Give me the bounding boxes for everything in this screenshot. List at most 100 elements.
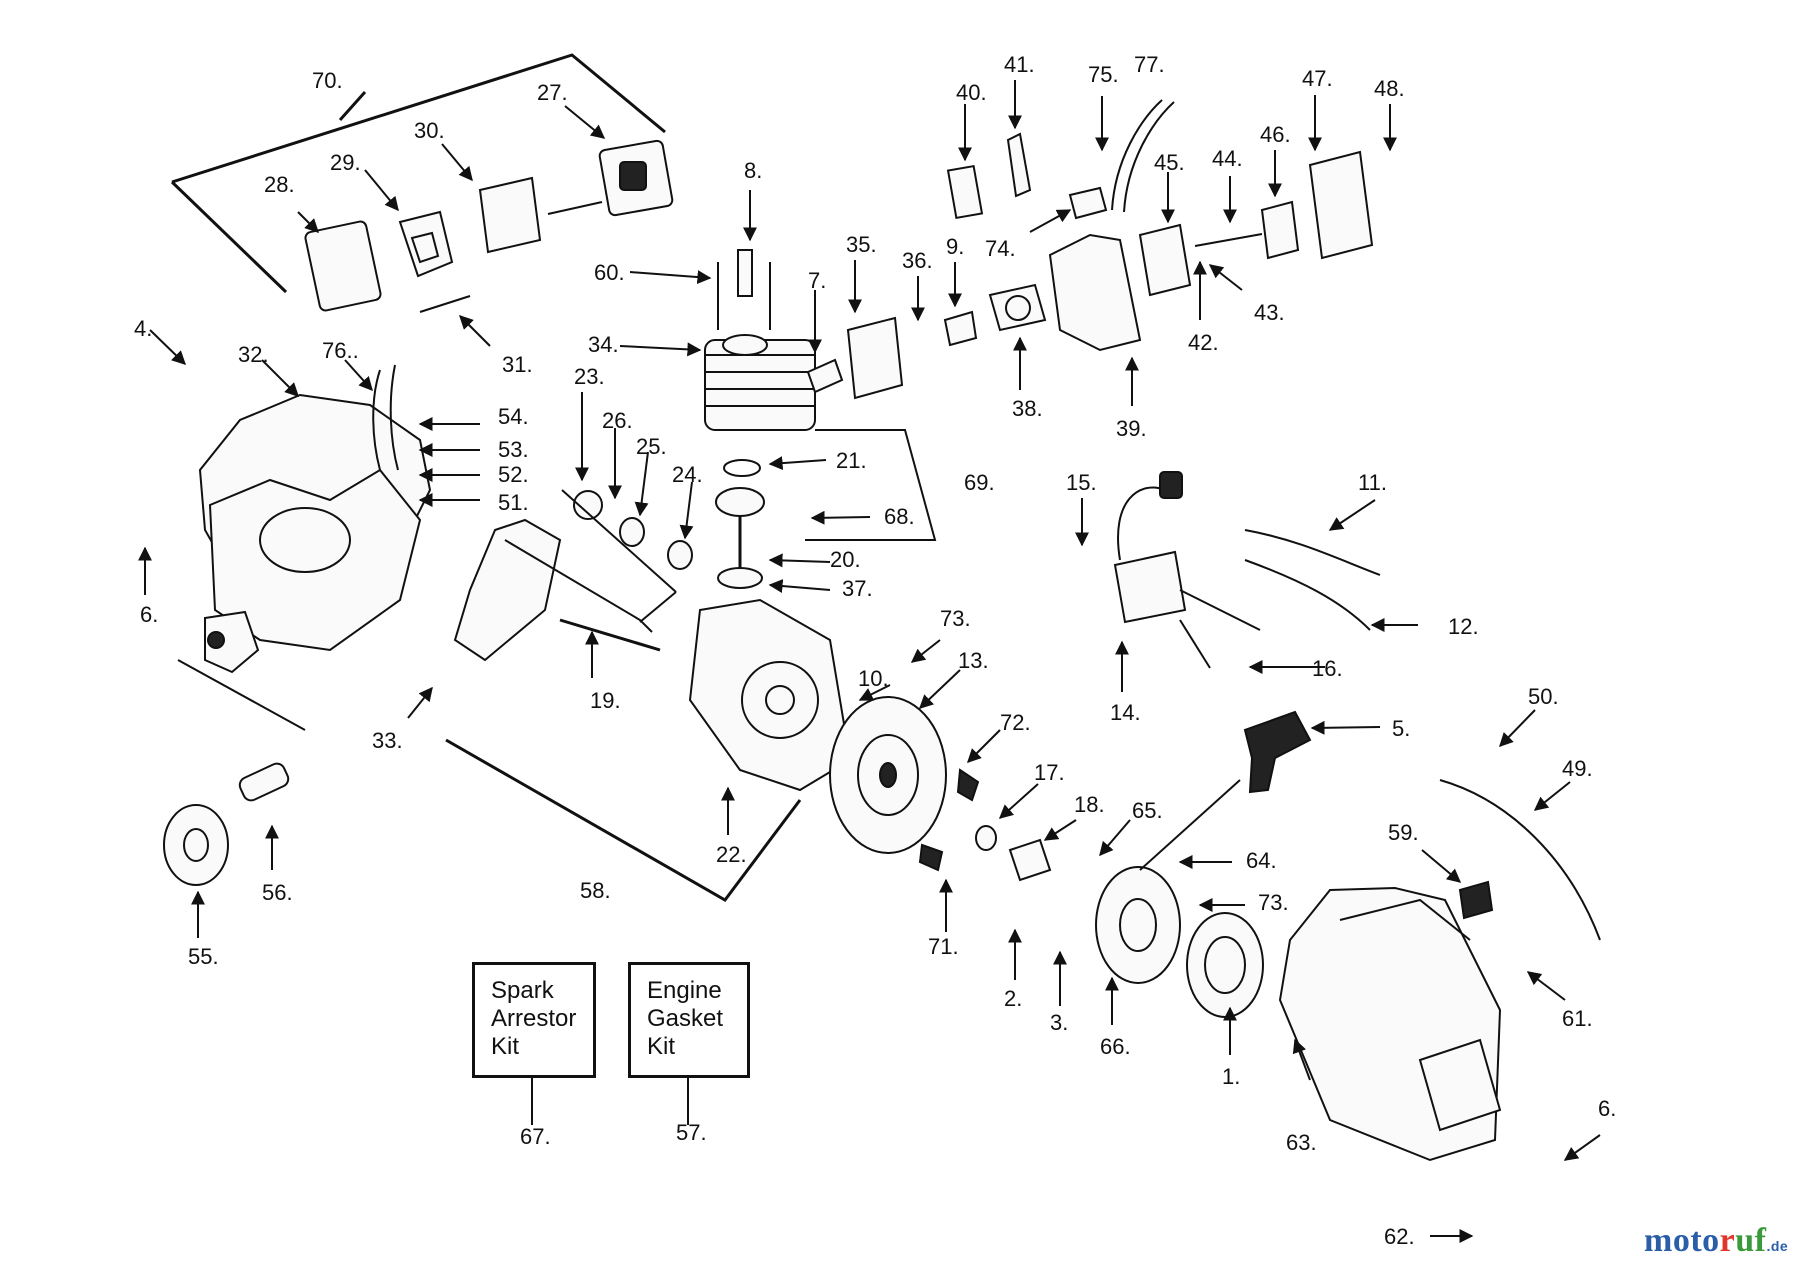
callout-44: 44. [1212,146,1243,171]
callout-4: 4. [134,316,152,341]
fuel-filter-group [163,762,290,886]
callout-2: 2. [1004,986,1022,1011]
callout-22: 22. [716,842,747,867]
cable-49 [1439,779,1601,941]
gasket-37 [717,567,763,589]
callout-16: 16. [1312,656,1343,681]
callout-8: 8. [744,158,762,183]
gasket-33 [453,518,562,662]
callout-54: 54. [498,404,529,429]
cylinder-34 [704,339,816,431]
callout-17: 17. [1034,760,1065,785]
callout-26: 26. [602,408,633,433]
filter-46 [1260,200,1300,260]
callout-38: 38. [1012,396,1043,421]
callout-51: 51. [498,490,529,515]
callout-47: 47. [1302,66,1333,91]
callout-55: 55. [188,944,219,969]
callout-71: 71. [928,934,959,959]
group-bracket-70 [171,53,666,184]
engine-housing [177,364,661,731]
switch-59 [1458,880,1494,920]
callout-73: 73. [940,606,971,631]
callout-10: 10. [858,666,889,691]
callout-29: 29. [330,150,361,175]
bearing-25 [619,517,645,547]
callout-6: 6. [140,602,158,627]
fuel-line-56 [238,762,290,802]
callout-23: 23. [574,364,605,389]
engine-gasket-kit-box: Engine Gasket Kit [628,962,750,1078]
callout-40: 40. [956,80,987,105]
callout-76: 76.. [322,338,359,363]
carburetor-group [806,99,1374,400]
callout-67: 67. [520,1124,551,1149]
pawl-71 [918,843,944,872]
bearing-23 [573,490,603,520]
callout-50: 50. [1528,684,1559,709]
callout-43: 43. [1254,300,1285,325]
gasket-45 [1138,223,1192,297]
callout-5: 5. [1392,716,1410,741]
callout-36: 36. [902,248,933,273]
callout-75: 75. [1088,62,1119,87]
callout-62: 62. [1384,1224,1415,1249]
fuel-line-77 [1111,99,1163,211]
callout-73-b: 73. [1258,890,1289,915]
callout-7: 7. [808,268,826,293]
plate-74 [1068,186,1108,220]
callout-60: 60. [594,260,625,285]
crankcase-group [445,598,852,902]
callout-64: 64. [1246,848,1277,873]
callout-11: 11. [1358,470,1387,495]
callout-18: 18. [1074,792,1105,817]
callout-9: 9. [946,234,964,259]
spring-31 [419,295,471,313]
callout-32: 32. [238,342,269,367]
callout-70: 70. [312,68,343,93]
callout-56: 56. [262,880,293,905]
callout-42: 42. [1188,330,1219,355]
callout-49: 49. [1562,756,1593,781]
watermark-part2: r [1719,1222,1736,1259]
filter-bracket-29 [398,210,454,278]
callout-21: 21. [836,448,867,473]
air-box-39 [1048,233,1142,352]
spark-plug-8 [737,249,753,297]
callout-labels: 70. 27. 30. 29. 28. 31. 4. 32. 76.. 54. … [134,52,1616,1249]
piston-20 [715,487,765,517]
callout-12: 12. [1448,614,1479,639]
callout-52: 52. [498,462,529,487]
callout-28: 28. [264,172,295,197]
callout-25: 25. [636,434,667,459]
ring-21 [723,459,761,477]
callout-19: 19. [590,688,621,713]
washer-17 [975,825,997,851]
cover-47 [1308,150,1374,260]
callout-1: 1. [1222,1064,1240,1089]
watermark-part3: uf [1735,1222,1767,1259]
callout-31: 31. [502,352,533,377]
plate-40 [946,164,984,220]
callout-63: 63. [1286,1130,1317,1155]
callout-61: 61. [1562,1006,1593,1031]
wire-11 [1244,529,1381,576]
wire-12 [1244,559,1371,631]
callout-14: 14. [1110,700,1141,725]
gasket-7 [806,358,844,394]
callout-arrows [138,80,1601,1243]
callout-65: 65. [1132,798,1163,823]
callout-34: 34. [588,332,619,357]
callout-69: 69. [964,470,995,495]
cylinder-group [561,249,937,623]
starter-group [1095,710,1601,1162]
lever-41 [1006,132,1032,198]
callout-45: 45. [1154,150,1185,175]
bearing-24 [667,540,693,570]
callout-77: 77. [1134,52,1165,77]
callout-39: 39. [1116,416,1147,441]
bolt-18 [1008,838,1052,882]
callout-24: 24. [672,462,703,487]
callout-53: 53. [498,437,529,462]
